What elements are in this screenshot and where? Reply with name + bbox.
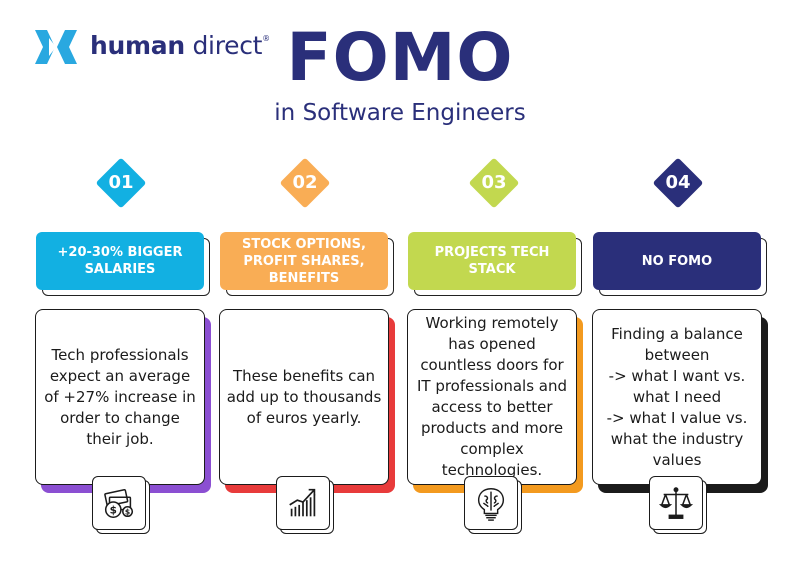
registered-mark: ® (262, 34, 270, 43)
card-projects: Working remotely has opened countless do… (407, 309, 577, 485)
card-text: Finding a balance between -> what I want… (606, 324, 748, 469)
step-number-04: 04 (652, 157, 704, 209)
step-number-02: 02 (279, 157, 331, 209)
header-no-fomo: NO FOMO (593, 232, 761, 290)
card-text: These benefits can add up to thousands o… (226, 366, 382, 427)
page-subtitle: in Software Engineers (274, 100, 526, 126)
card-salaries: Tech professionals expect an average of … (35, 309, 205, 485)
card-no-fomo: Finding a balance between -> what I want… (592, 309, 762, 485)
header-stock-options: STOCK OPTIONS, PROFIT SHARES, BENEFITS (220, 232, 388, 290)
page-title: FOMO (286, 19, 514, 96)
step-number-03: 03 (468, 157, 520, 209)
header-salaries: +20-30% BIGGER SALARIES (36, 232, 204, 290)
svg-text:$: $ (110, 504, 117, 516)
svg-text:$: $ (125, 507, 130, 516)
brand-name-bold: human (90, 31, 185, 60)
header-projects: PROJECTS TECH STACK (408, 232, 576, 290)
brain-bulb-icon (464, 476, 518, 530)
card-stock-options: These benefits can add up to thousands o… (219, 309, 389, 485)
brand-name-regular: direct (192, 31, 263, 60)
money-icon: $ $ (92, 476, 146, 530)
card-text: Working remotely has opened countless do… (416, 314, 568, 479)
card-text: Tech professionals expect an average of … (44, 345, 196, 448)
chevrons-logo-icon (35, 30, 77, 64)
growth-chart-icon (276, 476, 330, 530)
step-number-01: 01 (95, 157, 147, 209)
brand-name: human direct® (90, 31, 270, 60)
scales-icon (649, 476, 703, 530)
